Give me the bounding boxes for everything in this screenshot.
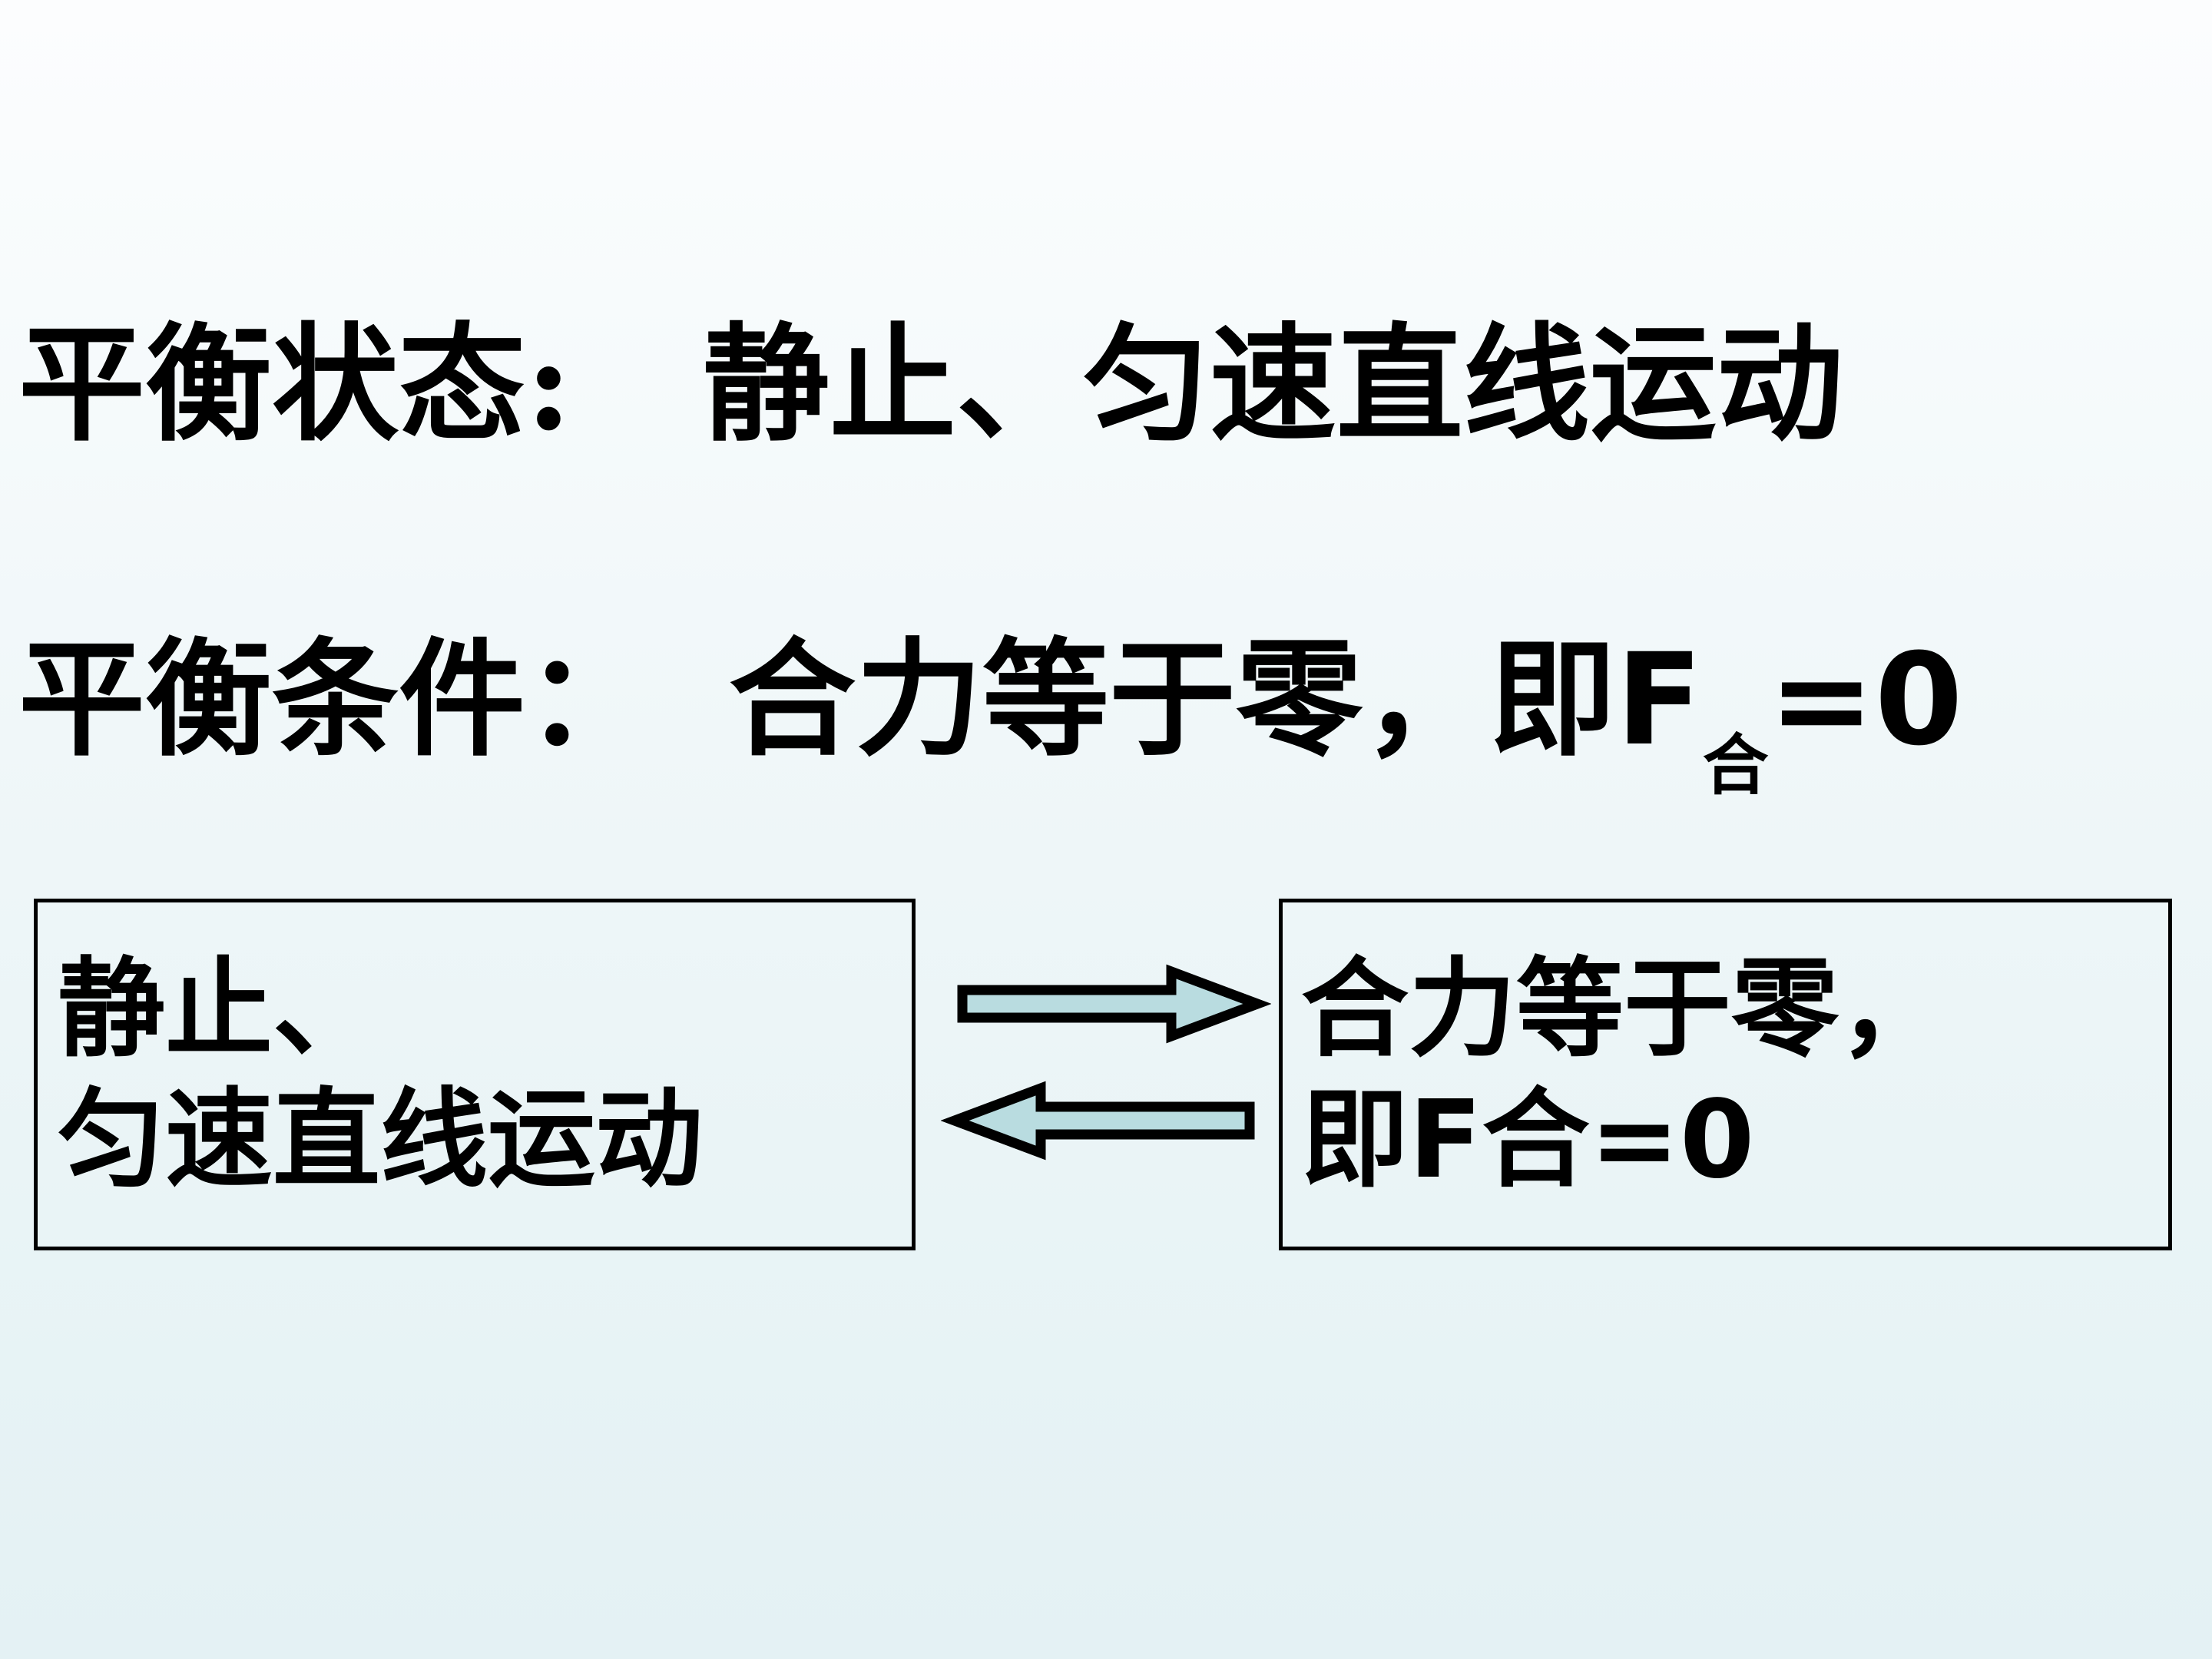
right-box-force-equation: F合=0 xyxy=(1409,1077,1755,1203)
force-symbol: F xyxy=(1616,626,1703,773)
left-box-line-1: 静止、 xyxy=(58,946,381,1072)
force-symbol-subscript: 合 xyxy=(1702,727,1769,804)
right-box: 合力等于零， 即F合=0 xyxy=(1279,899,2172,1250)
force-symbol-equals-zero: =0 xyxy=(1768,626,1963,773)
left-box: 静止、 匀速直线运动 xyxy=(34,899,916,1250)
headline-line-2: 平衡条件： 合力等于零，即F合=0 xyxy=(18,622,1963,824)
arrow-group xyxy=(941,956,1271,1187)
equilibrium-state-label: 平衡状态: xyxy=(18,310,572,459)
arrow-right-icon xyxy=(957,964,1271,1044)
left-box-line-2: 匀速直线运动 xyxy=(58,1077,704,1203)
right-box-line-1: 合力等于零， xyxy=(1301,945,1947,1072)
equilibrium-state-value: 静止、匀速直线运动 xyxy=(702,310,1843,459)
arrows-svg xyxy=(941,964,1271,1161)
headline-line-1: 平衡状态: 静止、匀速直线运动 xyxy=(18,307,1843,461)
right-box-line-2-prefix: 即 xyxy=(1301,1076,1409,1203)
equilibrium-condition-value: 合力等于零，即 xyxy=(729,624,1616,773)
right-box-line-2: 即F合=0 xyxy=(1301,1075,2168,1206)
equilibrium-condition-label: 平衡条件： xyxy=(18,624,652,773)
arrow-left-icon xyxy=(941,1081,1255,1161)
